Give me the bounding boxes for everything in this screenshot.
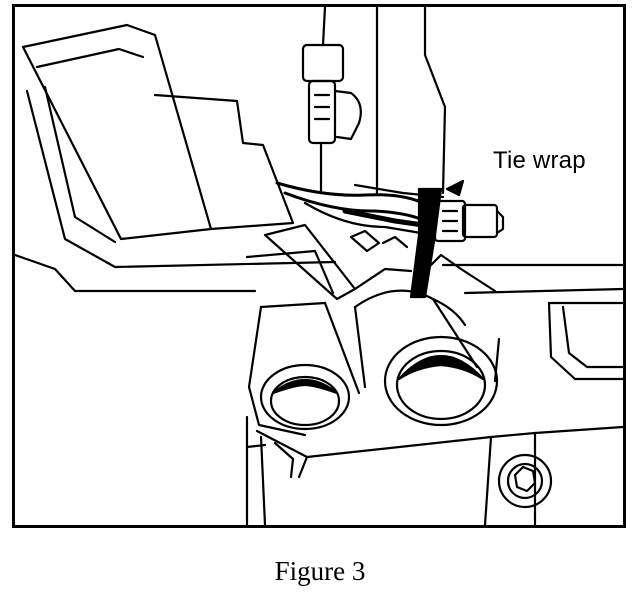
engine-bay-illustration — [15, 7, 623, 525]
central-housing — [353, 7, 447, 199]
figure-frame: Tie wrap — [12, 4, 626, 528]
lower-base — [245, 415, 623, 525]
callout-pointer — [445, 179, 465, 197]
tie-wrap-strap — [409, 187, 443, 299]
figure-caption: Figure 3 — [274, 556, 366, 586]
hex-bolt — [497, 453, 553, 509]
hanging-connector — [301, 7, 362, 195]
left-bracket-panel — [15, 23, 357, 301]
fork-bracket — [353, 253, 497, 293]
left-tube — [247, 301, 361, 437]
tie-wrap-label: Tie wrap — [493, 147, 586, 174]
right-tube — [353, 289, 499, 427]
wire-harness — [275, 181, 429, 253]
plug-connector — [433, 199, 505, 243]
right-side-plate — [441, 263, 623, 383]
